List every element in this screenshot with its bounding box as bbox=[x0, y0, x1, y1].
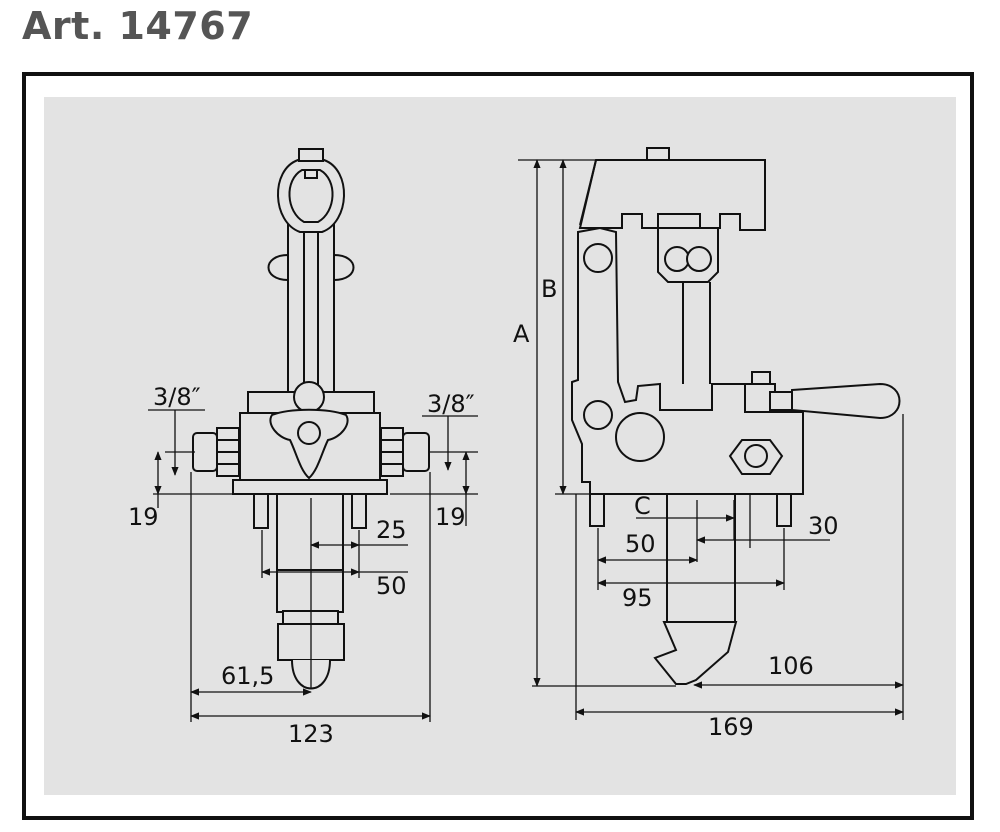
dim-label-b: B bbox=[541, 275, 557, 303]
front-port-left bbox=[192, 427, 240, 477]
dim-label-95: 95 bbox=[622, 584, 653, 612]
front-port-right bbox=[380, 427, 430, 477]
dim-label-50: 50 bbox=[376, 572, 407, 600]
side-view: A B C 30 50 95 106 169 bbox=[513, 147, 904, 741]
side-body bbox=[571, 147, 901, 495]
dim-label-169: 169 bbox=[708, 713, 754, 741]
front-lever bbox=[267, 148, 355, 396]
front-dimensions bbox=[148, 409, 478, 722]
dim-label-19-left: 19 bbox=[128, 503, 159, 531]
side-dimensions bbox=[518, 159, 904, 720]
dim-label-30: 30 bbox=[808, 512, 839, 540]
dim-label-19-right: 19 bbox=[435, 503, 466, 531]
thread-label-right: 3/8″ bbox=[427, 390, 475, 418]
dim-label-a: A bbox=[513, 320, 530, 348]
side-lower bbox=[589, 493, 792, 685]
dim-label-106: 106 bbox=[768, 652, 814, 680]
thread-label-left: 3/8″ bbox=[153, 383, 201, 411]
front-lower bbox=[253, 493, 367, 690]
dim-label-25: 25 bbox=[376, 516, 407, 544]
page-title: Art. 14767 bbox=[22, 4, 254, 48]
dim-label-123: 123 bbox=[288, 720, 334, 748]
dim-label-61-5: 61,5 bbox=[221, 662, 274, 690]
dim-label-side-50: 50 bbox=[625, 530, 656, 558]
dim-label-c: C bbox=[634, 492, 651, 520]
front-view: 3/8″ 3/8″ 19 19 25 50 61,5 123 bbox=[128, 148, 478, 748]
front-body bbox=[232, 381, 388, 495]
